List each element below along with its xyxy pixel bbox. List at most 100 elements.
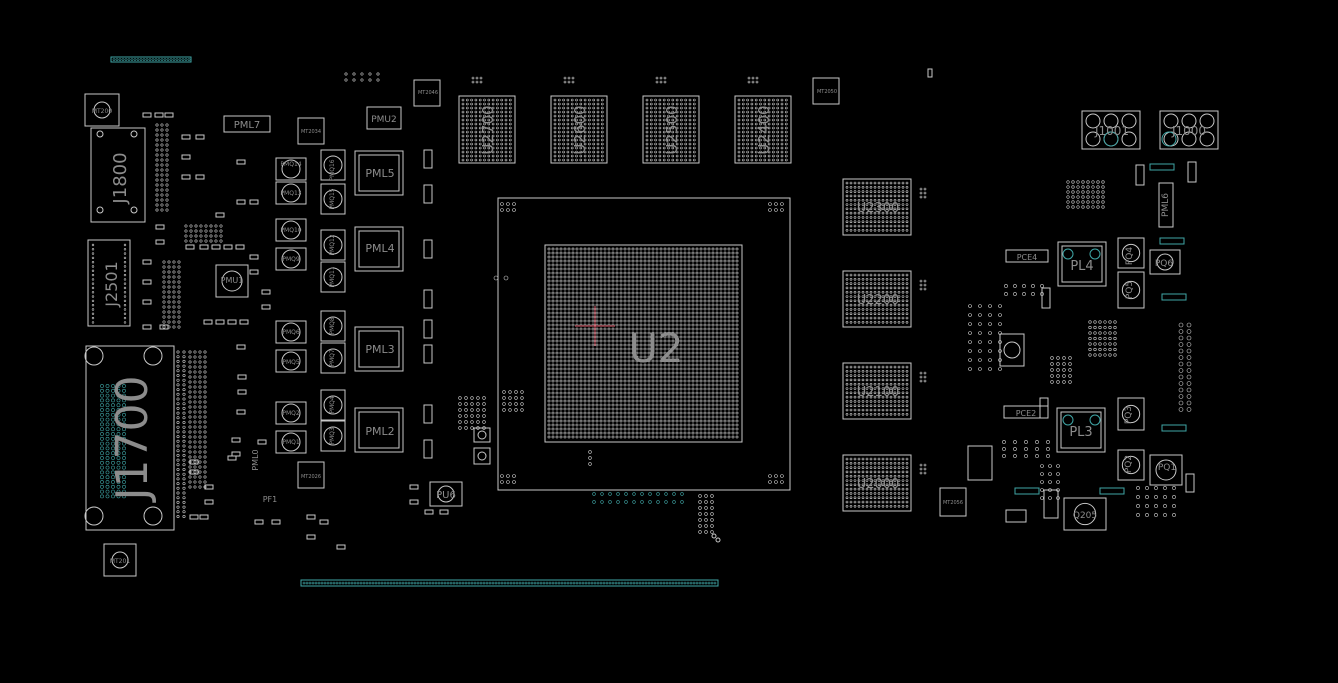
memory-chip [550, 95, 608, 164]
transistor [1149, 249, 1181, 275]
inductor-label-pml4[interactable]: PML4 [365, 242, 394, 255]
mem-label-u2200[interactable]: U2200 [857, 293, 900, 308]
connector-label-j1700[interactable]: J1700 [107, 376, 158, 504]
memory-ball-array [845, 457, 909, 508]
connector-label-j2501[interactable]: J2501 [102, 261, 121, 307]
chip-u2004 [967, 445, 993, 481]
mosfet-label[interactable]: PMQ13 [280, 190, 301, 197]
mosfet-label[interactable]: PMQ14 [280, 161, 301, 168]
passives-cluster [344, 72, 380, 82]
chip-label-pu6[interactable]: PU6 [436, 490, 456, 501]
chip-label-pml0[interactable]: PML0 [251, 449, 260, 470]
mount-label-mt2026[interactable]: MT2026 [301, 474, 321, 480]
mosfet-label[interactable]: PMQ9 [282, 256, 300, 263]
chip-label-pmu1[interactable]: PMU1 [221, 276, 244, 285]
chip-label-pce4[interactable]: PCE4 [1017, 253, 1038, 262]
mount-mt2056 [939, 487, 967, 517]
mount-label-mt2050[interactable]: MT2050 [817, 89, 837, 95]
mem-label-u2600[interactable]: U2600 [571, 105, 589, 154]
chip-label-pq4[interactable]: PQ4 [1125, 247, 1135, 266]
chip-label-pmu2[interactable]: PMU2 [371, 115, 397, 125]
mem-label-u2300[interactable]: U2300 [857, 201, 900, 216]
memory-ball-array [645, 98, 696, 162]
inductor-label-pml5[interactable]: PML5 [365, 167, 394, 180]
smd-part [215, 319, 225, 325]
pad-ring [1062, 414, 1074, 426]
mem-label-u2500[interactable]: U2500 [663, 105, 681, 154]
smd-part [306, 534, 316, 540]
gpu-package [497, 197, 791, 491]
mount-label-mt2046[interactable]: MT2046 [418, 90, 438, 96]
mem-label-u2100[interactable]: U2100 [857, 385, 900, 400]
smd-part [249, 199, 259, 205]
mount-hole [96, 130, 104, 138]
mosfet [275, 320, 307, 344]
mount-hole [130, 130, 138, 138]
capacitor [1041, 287, 1051, 309]
mem-label-u2400[interactable]: U2400 [755, 105, 773, 154]
mount-hole [84, 506, 104, 526]
inductor-label-pml6[interactable]: PML6 [1161, 193, 1171, 217]
mount-mt201 [103, 543, 137, 577]
mount-label-mt2056[interactable]: MT2056 [943, 500, 963, 506]
smd-part [215, 212, 225, 218]
pad-ring [711, 533, 717, 539]
gpu-label[interactable]: U2 [629, 326, 684, 372]
power-connector [1081, 110, 1141, 150]
mosfet-pad [281, 403, 301, 423]
connector-pins [91, 243, 127, 324]
memory-cap-pads [919, 279, 927, 291]
mosfet-label[interactable]: PMQ6 [282, 329, 300, 336]
mosfet-label[interactable]: PMQ16 [329, 159, 336, 180]
inductor-label-pl3[interactable]: PL3 [1069, 425, 1092, 440]
mem-label-u2000[interactable]: U2000 [857, 477, 900, 492]
mosfet-label[interactable]: PMQ2 [282, 410, 300, 417]
mosfet-label[interactable]: PMQ10 [280, 227, 301, 234]
mosfet-label[interactable]: PMQ11 [329, 266, 336, 287]
mosfet-label[interactable]: PMQ7 [329, 349, 336, 367]
mosfet-label[interactable]: PMQ5 [282, 359, 300, 366]
passives-cluster [188, 350, 207, 489]
mosfet-pad [323, 155, 343, 175]
mosfet-label[interactable]: PMQ12 [329, 234, 336, 255]
connector-label-j1000[interactable]: J1000 [1171, 124, 1206, 138]
mosfet-pad [281, 432, 301, 452]
connector-pin [1199, 113, 1215, 129]
capacitor [423, 184, 433, 204]
connector-label-j1800[interactable]: J1800 [110, 152, 131, 204]
passives-cluster [968, 304, 1002, 371]
smd-part [336, 544, 346, 550]
inductor-label-pml2[interactable]: PML2 [365, 425, 394, 438]
smd-part [271, 519, 281, 525]
mount-label-mt2034[interactable]: MT2034 [301, 129, 321, 135]
inductor-label-pl4[interactable]: PL4 [1070, 259, 1093, 274]
chip-label-q205[interactable]: Q205 [1073, 511, 1097, 521]
smd-part [155, 239, 165, 245]
chip-label-pq2[interactable]: PQ2 [1124, 455, 1134, 473]
chip-label-pq3[interactable]: PQ3 [1124, 406, 1134, 424]
inductor-label-pml7[interactable]: PML7 [234, 120, 261, 131]
mosfet-label[interactable]: PMQ8 [329, 317, 336, 335]
memory-cap-pads [655, 76, 667, 84]
chip-label-pf1[interactable]: PF1 [263, 495, 278, 504]
pad-ring [1073, 502, 1097, 526]
mount-label-mt200[interactable]: MT200 [92, 108, 112, 115]
mount-label-mt201[interactable]: MT201 [110, 558, 130, 565]
passives-cluster [184, 224, 223, 243]
inductor-label-pml3[interactable]: PML3 [365, 343, 394, 356]
chip-label-pq1[interactable]: PQ1 [1158, 463, 1176, 473]
smd-part [181, 174, 191, 180]
mosfet-label[interactable]: PMQ3 [329, 427, 336, 445]
mosfet-label[interactable]: PMQ1 [282, 439, 300, 446]
mosfet-pad [323, 316, 343, 336]
chip-label-pq6[interactable]: PQ6 [1155, 259, 1174, 269]
mosfet-label[interactable]: PMQ4 [329, 396, 336, 414]
chip-label-pce2[interactable]: PCE2 [1016, 409, 1037, 418]
pad-ring [1121, 404, 1141, 424]
chip-label-pq5[interactable]: PQ5 [1125, 281, 1135, 299]
mosfet-label[interactable]: PMQ15 [329, 188, 336, 209]
connector-label-j1001[interactable]: J1001 [1094, 124, 1129, 138]
mem-label-u2700[interactable]: U2700 [479, 105, 497, 154]
smd-part [235, 244, 245, 250]
